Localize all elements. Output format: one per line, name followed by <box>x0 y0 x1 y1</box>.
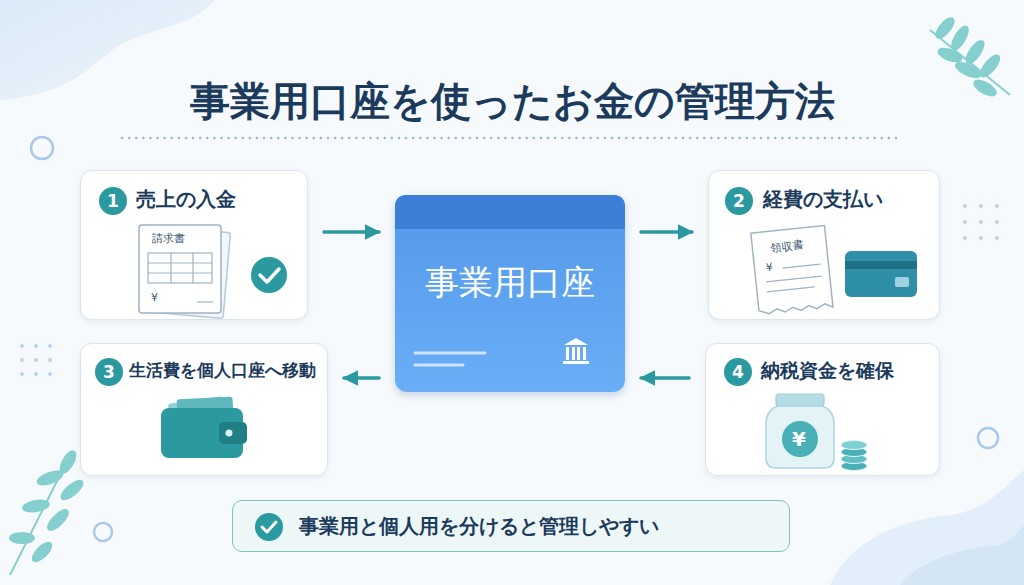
title-rule <box>122 137 902 140</box>
dot-grid <box>963 204 999 240</box>
corner-wave <box>900 525 1024 585</box>
step-title: 生活費を個人口座へ移動 <box>129 360 316 381</box>
step-box: 4 納税資金を確保 ¥ <box>705 343 940 476</box>
step-number: 4 <box>724 358 752 386</box>
summary-banner: 事業用と個人用を分けると管理しやすい <box>232 500 790 552</box>
corner-blob <box>0 0 215 100</box>
dot <box>995 204 999 208</box>
dot <box>34 372 38 376</box>
dot <box>979 204 983 208</box>
dot <box>34 358 38 362</box>
document-label: 請求書 <box>152 232 185 246</box>
dot <box>963 220 967 224</box>
dot <box>20 372 24 376</box>
step-number: 2 <box>725 187 753 215</box>
leaf-sprig <box>10 449 85 575</box>
dot <box>48 344 52 348</box>
flow-arrow <box>641 376 689 380</box>
account-card: 事業用口座 <box>395 195 625 392</box>
page-title: 事業用口座を使ったお金の管理方法 <box>0 74 1024 129</box>
dot <box>979 220 983 224</box>
flow-arrow <box>324 230 379 234</box>
document-label: 領収書 <box>770 238 804 255</box>
deco-ring <box>978 428 998 448</box>
dot <box>34 344 38 348</box>
flow-arrow <box>641 230 692 234</box>
dot <box>963 204 967 208</box>
dot <box>20 344 24 348</box>
dot <box>995 236 999 240</box>
account-label: 事業用口座 <box>395 261 625 304</box>
step-box: 3 生活費を個人口座へ移動 <box>80 343 328 476</box>
dot <box>48 358 52 362</box>
step-number: 3 <box>95 358 123 386</box>
corner-wave <box>830 470 1024 585</box>
flow-arrow <box>344 376 379 380</box>
summary-text: 事業用と個人用を分けると管理しやすい <box>299 514 659 539</box>
step-box: 1 売上の入金請求書 ¥ <box>80 170 308 320</box>
dot <box>48 372 52 376</box>
dot <box>20 358 24 362</box>
yen-mark: ¥ <box>792 427 806 452</box>
step-title: 納税資金を確保 <box>761 359 894 383</box>
step-box: 2 経費の支払い領収書 ¥ <box>708 170 940 320</box>
deco-ring <box>31 137 53 159</box>
dot-grid <box>20 344 52 376</box>
dot <box>963 236 967 240</box>
step-number: 1 <box>99 187 127 215</box>
step-title: 売上の入金 <box>136 187 236 212</box>
yen-mark: ¥ <box>765 261 773 275</box>
dot <box>979 236 983 240</box>
yen-mark: ¥ <box>151 291 158 305</box>
deco-ring <box>94 523 112 541</box>
leaf-sprig <box>930 16 1010 99</box>
step-title: 経費の支払い <box>763 187 883 212</box>
dot <box>995 220 999 224</box>
